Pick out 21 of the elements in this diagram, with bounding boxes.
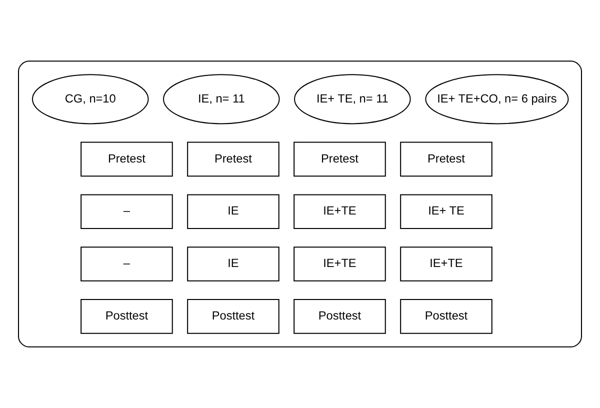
- node-box: IE: [187, 194, 280, 230]
- node-box: –: [80, 246, 173, 282]
- cluster: [18, 60, 582, 348]
- node-box: IE+TE: [294, 194, 386, 230]
- node-box: Pretest: [294, 142, 386, 177]
- node-box: IE: [187, 246, 280, 282]
- node-box: Pretest: [400, 142, 492, 177]
- node-box: IE+ TE: [400, 194, 492, 230]
- node-box: Posttest: [80, 299, 173, 334]
- node-box: Posttest: [400, 299, 492, 334]
- node-ellipse: CG, n=10: [32, 74, 149, 124]
- node-box: –: [80, 194, 173, 230]
- node-ellipse: IE, n= 11: [162, 74, 280, 124]
- node-box: Pretest: [80, 142, 173, 177]
- node-ellipse: IE+ TE+CO, n= 6 pairs: [425, 74, 569, 124]
- node-box: Pretest: [187, 142, 280, 177]
- node-ellipse: IE+ TE, n= 11: [294, 74, 411, 124]
- node-box: IE+TE: [294, 246, 386, 282]
- node-box: Posttest: [294, 299, 386, 334]
- node-box: IE+TE: [400, 246, 492, 282]
- node-box: Posttest: [187, 299, 280, 334]
